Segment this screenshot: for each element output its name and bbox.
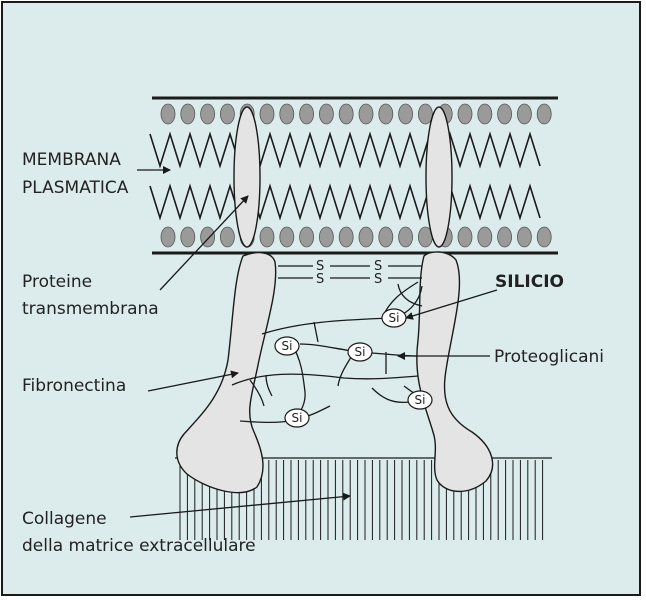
lipid-heads-bottom	[161, 227, 551, 247]
lipid-head	[399, 104, 413, 124]
svg-text:Si: Si	[415, 393, 426, 407]
lipid-head	[181, 104, 195, 124]
disulfide-bonds	[278, 266, 422, 278]
label-membrana: MEMBRANA	[22, 149, 121, 171]
lipid-head	[359, 104, 373, 124]
lipid-head	[498, 104, 512, 124]
label-collagene: Collagene	[22, 508, 107, 530]
svg-text:Si: Si	[355, 345, 366, 359]
lipid-head	[280, 104, 294, 124]
lipid-head	[260, 227, 274, 247]
lipid-head	[201, 104, 215, 124]
lipid-head	[300, 104, 314, 124]
label-plasmatica: PLASMATICA	[22, 177, 128, 199]
silicon-atom: Si	[348, 343, 372, 361]
sulfur-atom: S	[316, 272, 324, 287]
silicon-atom: Si	[408, 391, 432, 409]
lipid-head	[220, 227, 234, 247]
lipid-heads-top	[161, 104, 551, 124]
svg-text:Si: Si	[389, 311, 400, 325]
fibronectin-left	[177, 253, 276, 493]
label-transmembrana: transmembrana	[22, 298, 159, 320]
lipid-head	[359, 227, 373, 247]
lipid-head	[181, 227, 195, 247]
svg-text:Si: Si	[292, 411, 303, 425]
sulfur-atom: S	[374, 272, 382, 287]
transmembrane-protein-left	[234, 107, 260, 247]
lipid-head	[260, 104, 274, 124]
lipid-head	[379, 104, 393, 124]
lipid-head	[537, 104, 551, 124]
lipid-head	[478, 104, 492, 124]
label-proteoglicani: Proteoglicani	[494, 346, 604, 368]
silicon-atom: Si	[275, 337, 299, 355]
lipid-head	[319, 104, 333, 124]
silicon-atom: Si	[382, 309, 406, 327]
lipid-head	[517, 227, 531, 247]
lipid-head	[379, 227, 393, 247]
svg-text:Si: Si	[282, 339, 293, 353]
lipid-head	[161, 227, 175, 247]
lipid-head	[339, 227, 353, 247]
transmembrane-protein-right	[426, 107, 452, 247]
label-fibronectina: Fibronectina	[22, 375, 126, 397]
lipid-head	[399, 227, 413, 247]
lipid-head	[300, 227, 314, 247]
lipid-head	[220, 104, 234, 124]
lipid-head	[319, 227, 333, 247]
lipid-head	[280, 227, 294, 247]
silicon-atom: Si	[285, 409, 309, 427]
fibronectin-right	[417, 252, 493, 491]
lipid-tails	[150, 134, 540, 218]
label-silicio: SILICIO	[495, 271, 564, 293]
lipid-head	[517, 104, 531, 124]
lipid-head	[478, 227, 492, 247]
label-proteine: Proteine	[22, 271, 92, 293]
arrow-collagene	[130, 496, 350, 517]
lipid-head	[418, 104, 432, 124]
lipid-head	[458, 227, 472, 247]
label-matrice: della matrice extracellulare	[22, 535, 256, 557]
lipid-tail-row	[150, 134, 540, 166]
lipid-head	[339, 104, 353, 124]
lipid-head	[498, 227, 512, 247]
lipid-head	[537, 227, 551, 247]
lipid-tail-row	[150, 186, 540, 218]
lipid-head	[458, 104, 472, 124]
lipid-head	[161, 104, 175, 124]
